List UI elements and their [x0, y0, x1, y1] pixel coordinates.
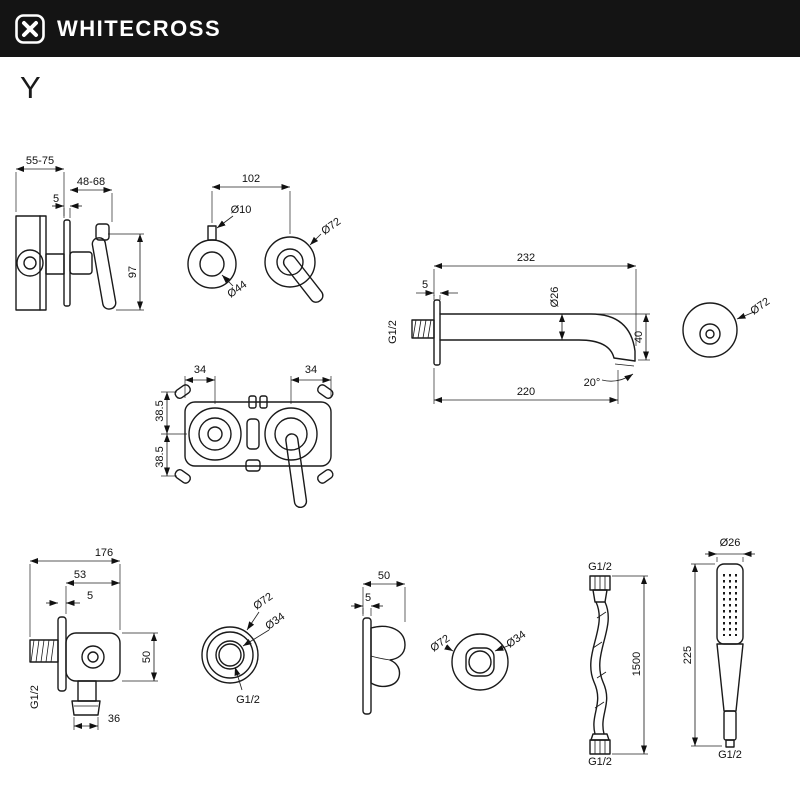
outlet-elbow-body: [29, 616, 121, 716]
dim-escutcheon-hole-diameter: Ø34: [263, 611, 287, 633]
dim-trim-depth-range: 48-68: [77, 176, 105, 188]
escutcheon-body: [201, 626, 259, 684]
dim-outlet-height: 50: [141, 651, 153, 663]
dim-spout-plate-thickness: 5: [422, 279, 428, 291]
drawing-handshower: Ø26 G1/2 225: [682, 537, 755, 761]
hose-detail-lines: [592, 576, 607, 754]
holder-side-detail: [370, 655, 391, 661]
handshower-body: [716, 563, 744, 748]
drawing-holder-side-view: 50 5: [351, 570, 406, 715]
dim-hose-thread-bottom: G1/2: [588, 756, 612, 768]
mixer-valve-body: [15, 215, 117, 311]
holder-front-leaders: [444, 644, 511, 652]
brand-name: WHITECROSS: [57, 15, 222, 41]
trim-rosettes: [187, 225, 324, 303]
dim-roughin-offset-left: 34: [194, 364, 206, 376]
hose-dim-lines: [612, 575, 648, 755]
dim-handshower-length: 225: [682, 646, 694, 664]
handshower-dim-lines: [691, 551, 755, 747]
dim-roughin-offset-bottom: 38.5: [154, 446, 166, 467]
drawing-spout-side-view: 232 5 Ø26 G1/2 40 20° 220: [387, 252, 650, 404]
header-bar: WHITECROSS: [0, 0, 800, 57]
roughin-dim-lines: [161, 376, 332, 477]
dim-spout-drop: 40: [633, 331, 645, 343]
whitecross-logo-icon: [15, 13, 45, 44]
dim-spout-tube-diameter: Ø26: [549, 287, 561, 308]
drawing-mixer-side-view: 55-75 48-68 5 97: [15, 155, 144, 311]
drawing-elbow-front-view: Ø72: [682, 296, 772, 358]
holder-side-body: [362, 617, 406, 715]
holder-front-body: [451, 633, 509, 691]
dim-outlet-total-length: 176: [95, 547, 113, 559]
dim-holder-plate-diameter: Ø72: [428, 633, 452, 655]
dim-mixer-plate-thickness: 5: [53, 193, 59, 205]
dim-spout-thread: G1/2: [387, 320, 399, 344]
hose-body: [589, 575, 611, 755]
spout-thread-hatch: [412, 319, 635, 367]
handshower-spray-face: [723, 574, 737, 636]
dim-wall-depth-range: 55-75: [26, 155, 54, 167]
dim-spout-angle: 20°: [584, 377, 601, 389]
outlet-dim-lines: [29, 558, 158, 730]
drawing-trim-front-view: 102 Ø10 Ø44 Ø72: [187, 173, 343, 303]
dim-outlet-plate-thickness: 5: [87, 590, 93, 602]
roughin-body: [174, 384, 334, 509]
drawing-holder-front-view: Ø72 Ø34: [428, 629, 528, 691]
elbow-leader: [736, 311, 755, 320]
drawing-roughin-front-view: 34 34 38.5 38.5: [154, 364, 334, 509]
dim-roughin-offset-right: 34: [305, 364, 317, 376]
dim-handshower-head-diameter: Ø26: [720, 537, 741, 549]
dim-roughin-offset-top: 38.5: [154, 400, 166, 421]
dim-escutcheon-thread: G1/2: [236, 694, 260, 706]
trim-dim-lines: [211, 184, 322, 287]
escutcheon-leaders: [234, 611, 270, 691]
dim-holder-hole-diameter: Ø34: [504, 629, 528, 651]
holder-dim-lines: [351, 581, 406, 622]
dim-holder-plate-thickness: 5: [365, 592, 371, 604]
dim-escutcheon-plate-diameter: Ø72: [251, 591, 275, 613]
dim-spout-total-length: 232: [517, 252, 535, 264]
dim-trim-plate-diameter: Ø72: [319, 216, 343, 238]
dim-holder-depth: 50: [378, 570, 390, 582]
dim-handle-centers: 102: [242, 173, 260, 185]
drawing-outlet-elbow-side-view: 176 53 5 50 G1/2 36: [29, 547, 158, 730]
spout-dim-lines: [416, 263, 650, 404]
outlet-thread-hatch: [30, 639, 98, 707]
dim-elbow-plate-diameter: Ø72: [748, 296, 772, 318]
mixer-dim-lines: [15, 166, 144, 311]
drawing-escutcheon-front-view: Ø72 Ø34 G1/2: [201, 591, 287, 706]
series-label: Y: [20, 70, 41, 105]
dim-hose-length: 1500: [631, 652, 643, 676]
dim-outlet-depth: 53: [74, 569, 86, 581]
dim-outlet-thread: G1/2: [29, 685, 41, 709]
dim-hose-thread-top: G1/2: [588, 561, 612, 573]
dim-spout-reach: 220: [517, 386, 535, 398]
elbow-rosette: [682, 302, 738, 358]
dim-mixer-height: 97: [127, 266, 139, 278]
drawing-shower-hose: G1/2 G1/2 1500: [588, 561, 648, 768]
dim-outlet-nut-width: 36: [108, 713, 120, 725]
dim-handshower-thread: G1/2: [718, 749, 742, 761]
spout-body: [411, 299, 636, 366]
dim-stem-diameter: Ø10: [231, 204, 252, 216]
